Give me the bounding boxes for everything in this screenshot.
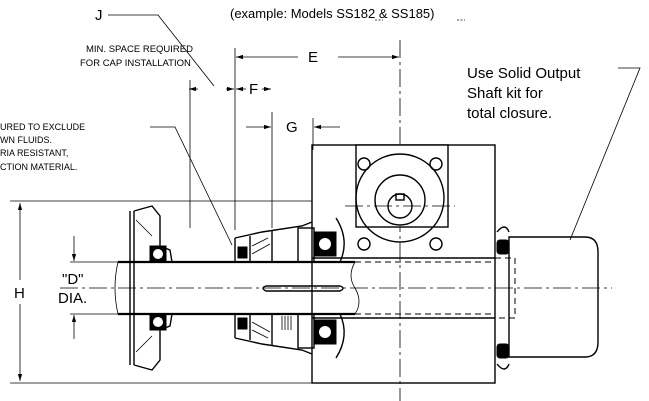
output-shaft <box>60 260 612 316</box>
seal-note-leader <box>150 126 233 246</box>
dim-f-label: F <box>249 81 258 98</box>
seal-note-line4: CTION MATERIAL. <box>0 162 77 172</box>
dim-j-leader <box>108 14 215 87</box>
kit-note-line3: total closure. <box>467 105 552 122</box>
seal-note-line3: RIA RESISTANT, <box>0 148 68 158</box>
dia-label-line1: "D" <box>62 271 83 288</box>
flange-bearing <box>129 205 173 371</box>
housing-bearing <box>297 217 345 359</box>
output-shaft-cover <box>494 236 599 358</box>
example-models-label: (example: Models SS182 & SS185) <box>230 6 435 21</box>
dia-label-line2: DIA. <box>58 290 87 307</box>
dim-h-label: H <box>14 285 25 302</box>
kit-note-line2: Shaft kit for <box>467 85 543 102</box>
dim-j-label: J <box>95 7 103 24</box>
gearbox-housing <box>311 144 510 384</box>
kit-note-leader <box>569 67 641 241</box>
min-space-note-line1: MIN. SPACE REQUIRED <box>86 44 193 55</box>
seal-note-line2: WN FLUIDS. <box>0 135 52 145</box>
seal-note-line1: URED TO EXCLUDE <box>0 122 85 132</box>
seal-cap-housing <box>234 221 313 355</box>
min-space-note-line2: FOR CAP INSTALLATION <box>80 58 191 69</box>
kit-note-line1: Use Solid Output <box>467 65 581 82</box>
dim-g-label: G <box>286 119 298 136</box>
dim-e-label: E <box>308 49 318 66</box>
